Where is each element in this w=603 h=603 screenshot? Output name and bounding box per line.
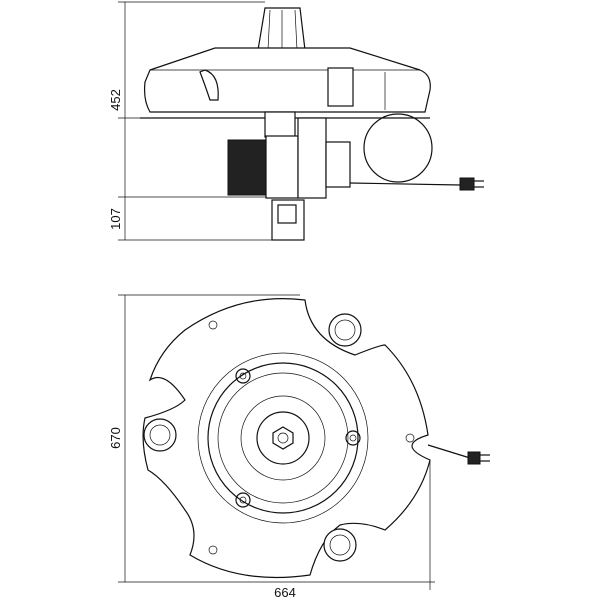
dimension-label-664: 664 (274, 585, 296, 600)
float-outline (142, 298, 431, 579)
dimension-label-670: 670 (108, 427, 123, 449)
impeller-hub (256, 411, 310, 465)
top-nozzle (257, 7, 306, 51)
power-plug-icon (459, 177, 484, 191)
motor (227, 111, 351, 199)
mount-bolts (208, 320, 415, 555)
float-body (143, 47, 431, 113)
dimension-height: 452 107 (108, 1, 280, 241)
dimension-diameter: 670 664 (108, 294, 435, 600)
power-plug-icon (467, 451, 490, 465)
dimension-label-107: 107 (108, 208, 123, 230)
dimension-label-452: 452 (108, 89, 123, 111)
cable-gland (327, 67, 354, 107)
side-view: 452 107 (108, 1, 484, 241)
cable-coil (363, 113, 433, 183)
float-feet (143, 313, 362, 562)
top-view: 670 664 (108, 294, 490, 600)
